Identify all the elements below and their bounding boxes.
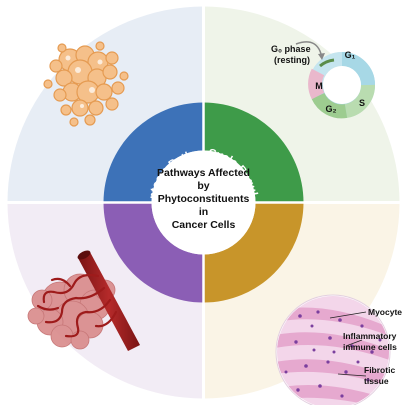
center-line-5: Cancer Cells	[172, 219, 236, 231]
apoptotic-cells-illustration	[43, 41, 129, 127]
label-fibrotic-1: Fibrotic	[364, 365, 395, 375]
label-inflammatory-2: immune cells	[343, 342, 397, 352]
cell-cycle-icon: G₀ phase (resting) G₁ S G₂ M	[271, 41, 375, 119]
phase-m: M	[315, 81, 323, 91]
label-fibrotic-2: tissue	[364, 376, 389, 386]
phase-s: S	[359, 98, 365, 108]
pathway-ring	[103, 102, 304, 303]
segment-cell-cycle	[203, 102, 304, 203]
label-myocyte: Myocyte	[368, 307, 402, 317]
center-line-1: Pathways Affected	[157, 167, 250, 179]
center-line-3: Phytoconstituents	[158, 193, 250, 205]
label-inflammatory-1: Inflammatory	[343, 331, 397, 341]
angiogenesis-illustration	[27, 250, 140, 351]
segment-angiogenesis	[103, 202, 204, 303]
g0-resting-label: (resting)	[274, 55, 310, 65]
segment-apoptosis	[103, 102, 204, 203]
tissue-histology-illustration: Myocyte Inflammatory immune cells Fibrot…	[275, 294, 402, 405]
phase-g2: G₂	[326, 104, 337, 114]
center-line-2: by	[197, 180, 209, 192]
center-title: Pathways Affected by Phytoconstituents i…	[157, 167, 250, 231]
center-circle	[151, 150, 256, 255]
center-line-4: in	[199, 206, 208, 218]
phase-g1: G₁	[345, 50, 356, 60]
segment-inflammatory	[203, 202, 304, 303]
g0-phase-label: G₀ phase	[271, 44, 311, 54]
